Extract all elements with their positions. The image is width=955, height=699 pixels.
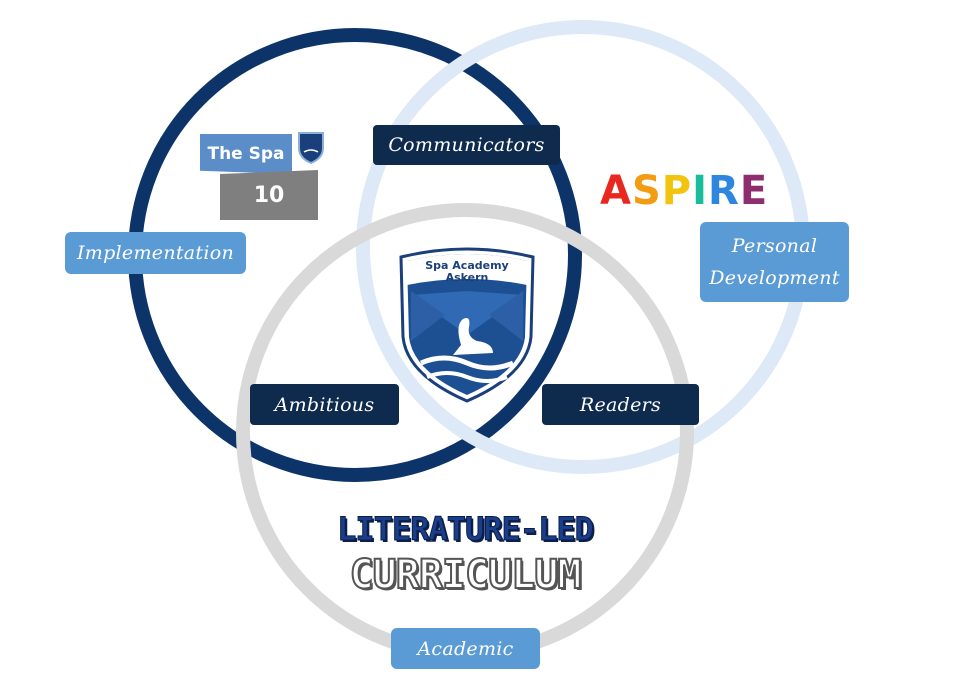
literature-led-heading: LITERATURE-LED — [337, 510, 595, 549]
academic-label: Academic — [391, 628, 540, 669]
aspire-letter-i: I — [692, 168, 708, 214]
aspire-letter-s: S — [631, 168, 662, 214]
spa-academy-crest: Spa Academy Askern — [399, 247, 535, 403]
curriculum-heading: CURRICULUM — [349, 551, 583, 599]
small-crest-icon — [298, 132, 324, 164]
the-spa-banner: The Spa — [200, 134, 292, 174]
the-spa-number: 10 — [253, 182, 285, 208]
ambitious-label: Ambitious — [250, 384, 399, 425]
aspire-letter-p: P — [661, 168, 693, 214]
aspire-letter-e: E — [739, 168, 769, 214]
the-spa-10-badge: The Spa 10 — [200, 130, 330, 222]
aspire-letter-r: R — [708, 168, 740, 214]
aspire-letter-a: A — [600, 168, 632, 214]
the-spa-title: The Spa — [207, 144, 285, 164]
readers-label: Readers — [542, 384, 699, 425]
aspire-logo: ASPIRE — [600, 168, 768, 214]
personal-development-label: Personal Development — [700, 222, 849, 302]
communicators-label: Communicators — [373, 125, 560, 165]
crest-line2: Askern — [446, 271, 489, 284]
crest-line1: Spa Academy — [425, 259, 508, 272]
implementation-label: Implementation — [65, 232, 246, 274]
the-spa-number-box: 10 — [220, 170, 318, 220]
